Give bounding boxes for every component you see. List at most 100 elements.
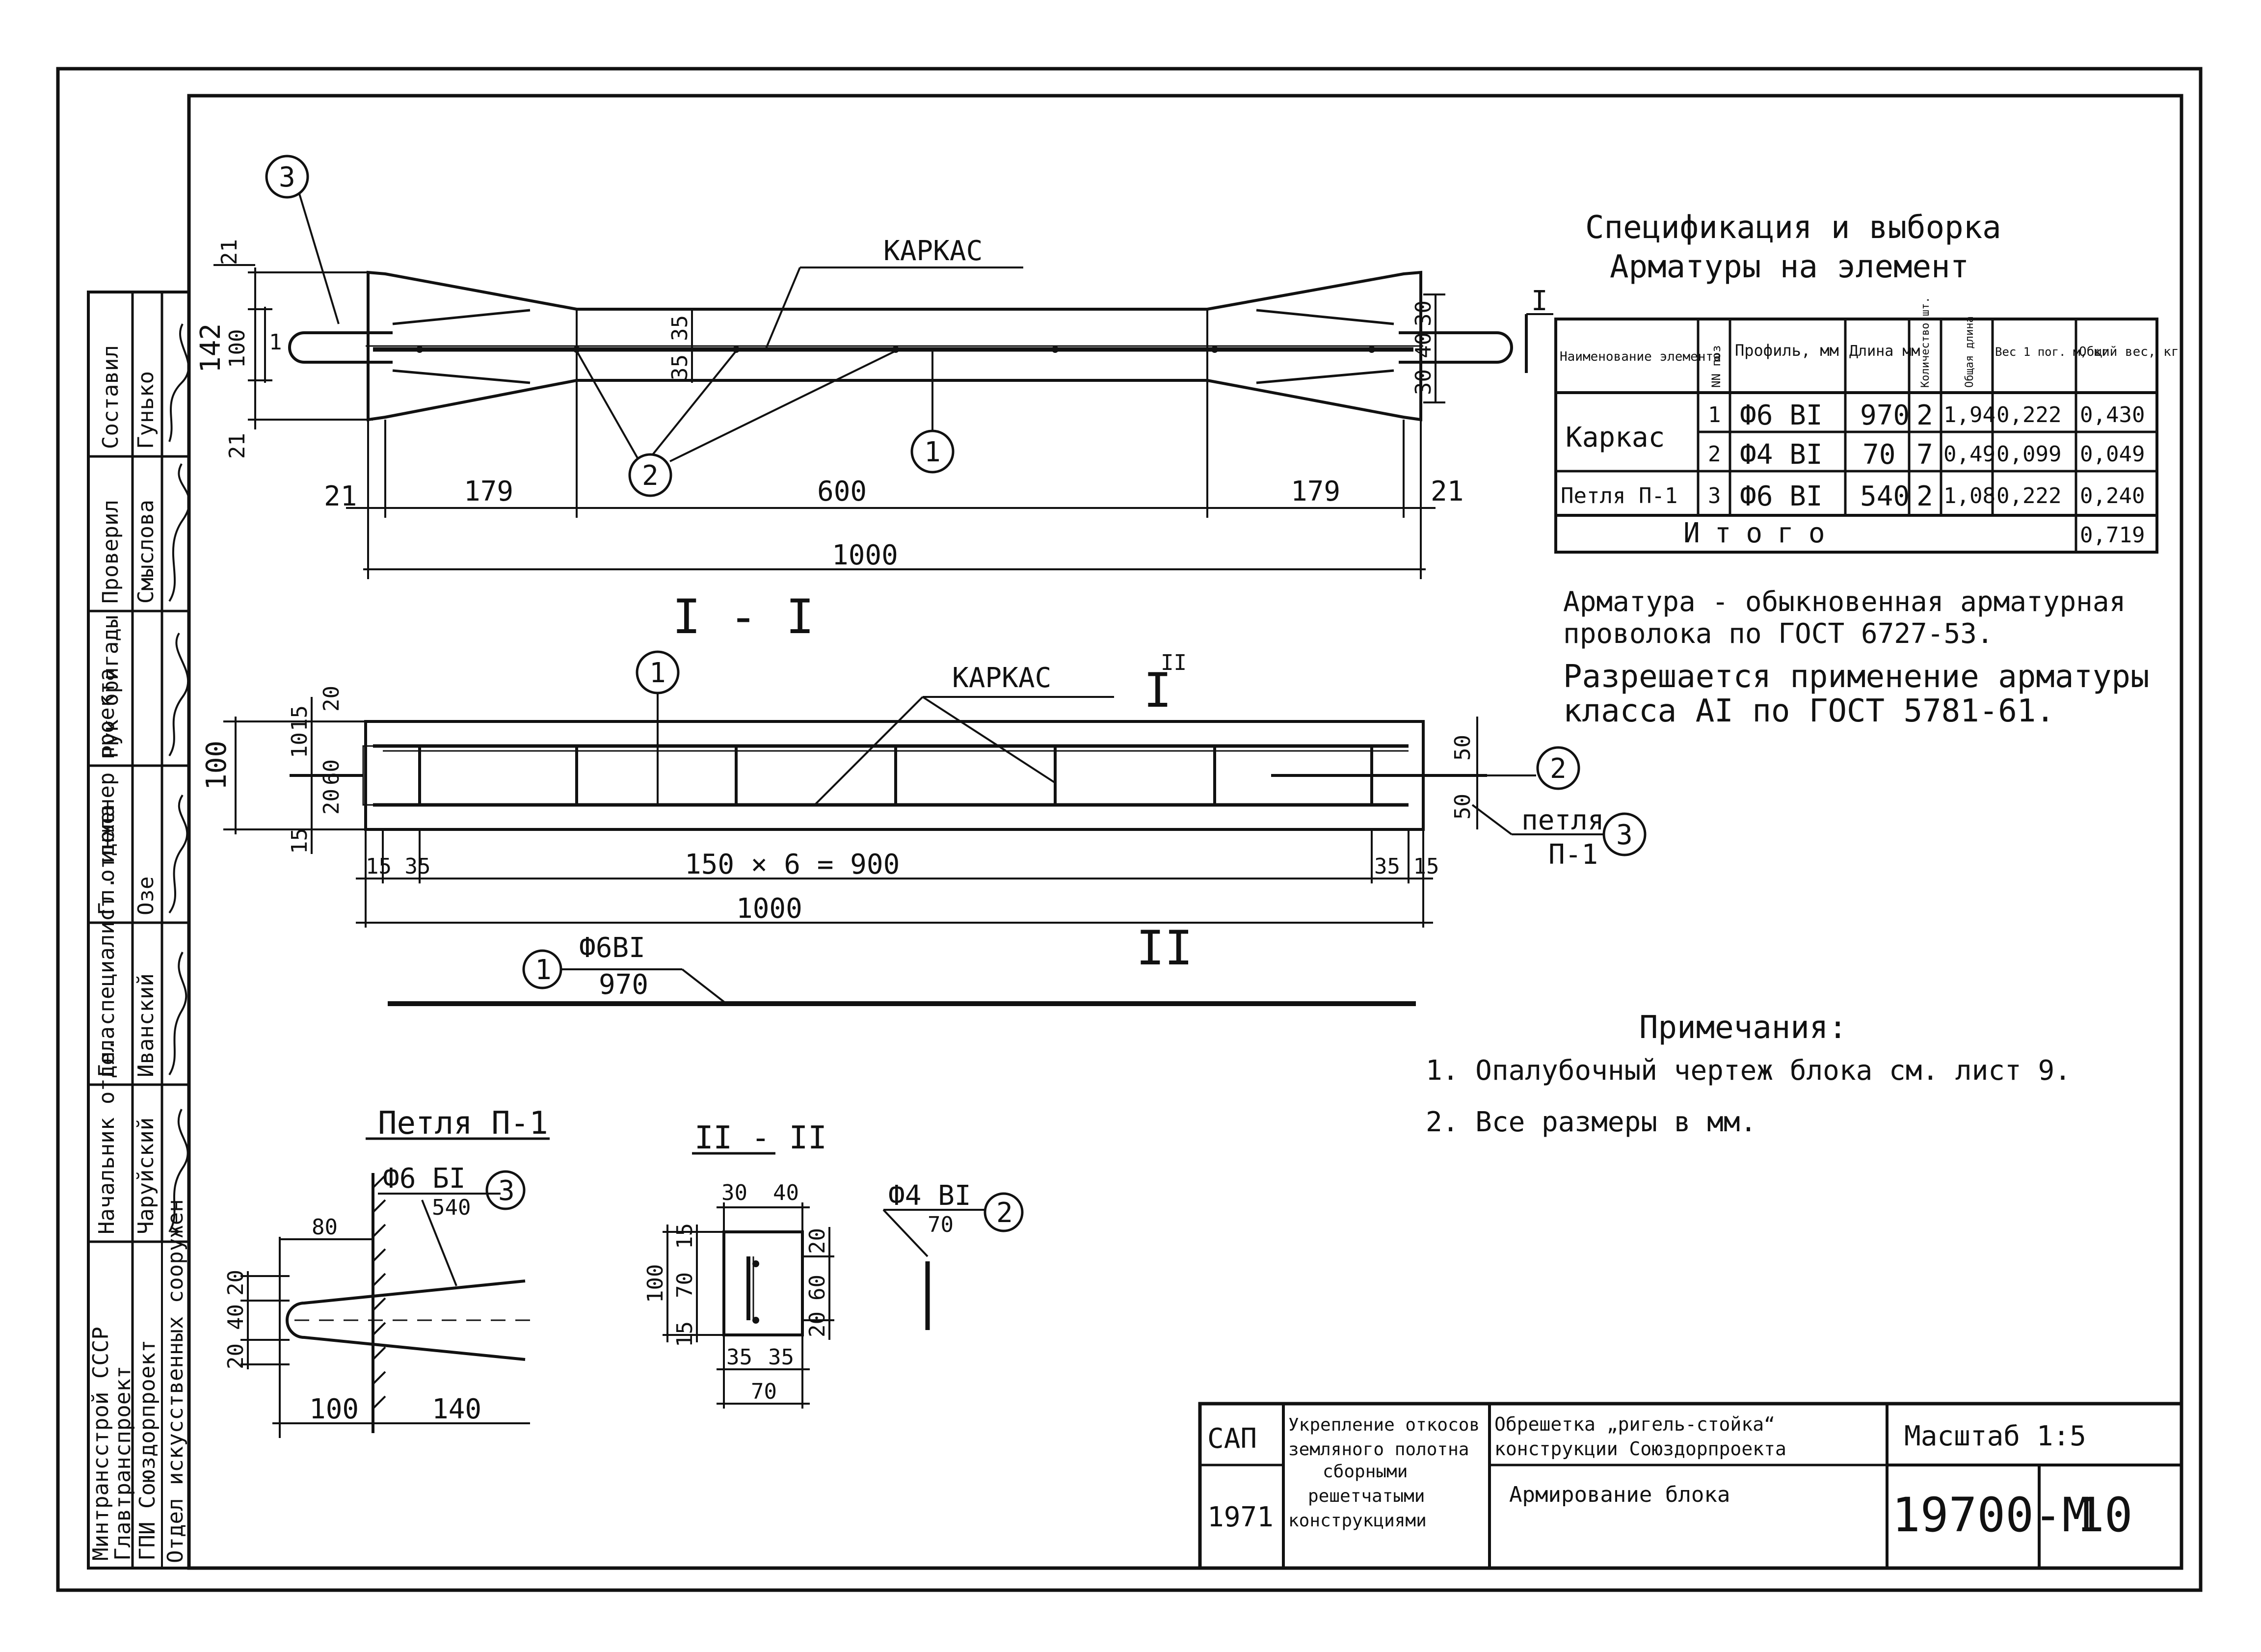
svg-text:САП: САП	[1207, 1423, 1257, 1455]
svg-text:Наименование элемента: Наименование элемента	[1560, 349, 1721, 364]
outer-frame	[56, 67, 2203, 1592]
svg-text:0,099: 0,099	[1996, 442, 2061, 467]
sidebar-role-4: Гл. инженер проекта	[94, 668, 119, 915]
svg-text:II: II	[1136, 921, 1193, 976]
svg-text:1: 1	[535, 954, 552, 986]
svg-text:сборными: сборными	[1323, 1462, 1408, 1482]
svg-text:конструкциями: конструкциями	[1288, 1511, 1427, 1531]
sidebar-role-6: Начальник отдела	[94, 1026, 119, 1234]
svg-text:1000: 1000	[832, 539, 898, 571]
svg-text:15: 15	[672, 1223, 697, 1249]
svg-text:35: 35	[768, 1345, 794, 1370]
svg-text:I: I	[1144, 663, 1172, 718]
svg-text:Ф6 БI: Ф6 БI	[383, 1163, 466, 1195]
svg-text:15: 15	[672, 1321, 697, 1347]
svg-text:Обрешетка „ригель-стойка“: Обрешетка „ригель-стойка“	[1494, 1413, 1775, 1435]
svg-text:20: 20	[319, 686, 344, 712]
svg-text:0,222: 0,222	[1996, 402, 2061, 427]
spec-title-2: Арматуры на элемент	[1610, 249, 1969, 285]
svg-text:Профиль, мм: Профиль, мм	[1735, 341, 1839, 360]
notes: Примечания: 1. Опалубочный чертеж блока …	[1426, 1010, 2071, 1138]
svg-text:1: 1	[269, 330, 282, 355]
plan-view: 21 142 100 21 1 35 35 30 40 30 I 21 179 …	[195, 155, 1553, 579]
sidebar-name-5: Иванский	[133, 973, 159, 1077]
section-1-1: I - I 100 20 15 10 60 20 15 50	[201, 589, 1647, 976]
callout-3-plan	[265, 155, 309, 199]
svg-text:Примечания:: Примечания:	[1639, 1010, 1847, 1046]
sidebar-role-3: Рук бригады	[98, 615, 123, 758]
svg-text:П-1: П-1	[1548, 839, 1598, 871]
svg-text:2: 2	[1708, 442, 1721, 467]
svg-text:0,049: 0,049	[2080, 442, 2145, 467]
loop-right	[1399, 331, 1513, 364]
armatura-note: Арматура - обыкновенная арматурная прово…	[1563, 586, 2149, 729]
svg-text:35: 35	[667, 354, 692, 380]
sidebar-org-4: Отдел искусственных сооружен	[163, 1199, 188, 1563]
signature-1	[168, 323, 190, 442]
svg-text:0,430: 0,430	[2080, 402, 2145, 427]
svg-text:1971: 1971	[1207, 1501, 1274, 1533]
loop-title: Петля П-1	[378, 1105, 548, 1142]
svg-text:20: 20	[319, 789, 344, 815]
svg-text:Ф6 ВI: Ф6 ВI	[1740, 400, 1823, 431]
spec-table: Спецификация и выборка Арматуры на элеме…	[1554, 210, 2179, 554]
plan-karkas-label: КАРКАС	[883, 235, 983, 267]
signature-2	[168, 463, 190, 602]
svg-text:Вес 1 пог. м, кг: Вес 1 пог. м, кг	[1995, 345, 2108, 359]
svg-text:Ф6 ВI: Ф6 ВI	[1740, 480, 1823, 512]
sidebar-org-2: Главтранспроект	[110, 1366, 135, 1561]
svg-text:20: 20	[223, 1270, 248, 1296]
sidebar-org-3: ГПИ Союздорпроект	[135, 1340, 160, 1561]
svg-text:2. Все размеры в мм.: 2. Все размеры в мм.	[1426, 1106, 1756, 1138]
callout-2-plan	[628, 453, 672, 497]
svg-text:40: 40	[1411, 332, 1436, 358]
section-2-title: II - II	[694, 1120, 827, 1156]
svg-text:2: 2	[1916, 400, 1933, 431]
svg-text:30: 30	[1411, 369, 1436, 395]
section-mark: I	[1531, 285, 1548, 317]
section1-karkas-label: КАРКАС	[952, 662, 1051, 694]
svg-text:179: 179	[464, 476, 513, 507]
sidebar-role-2: Проверил	[98, 500, 123, 604]
svg-text:40: 40	[773, 1180, 799, 1205]
sidebar-role-1: Составил	[98, 345, 123, 449]
svg-text:Разрешается применение арматур: Разрешается применение арматуры	[1563, 659, 2149, 695]
svg-text:Петля П-1: Петля П-1	[1561, 483, 1677, 508]
svg-text:1: 1	[1708, 402, 1721, 427]
svg-text:30: 30	[721, 1180, 747, 1205]
svg-text:2: 2	[1550, 753, 1567, 785]
svg-text:1000: 1000	[736, 893, 802, 925]
svg-text:70: 70	[672, 1272, 697, 1298]
svg-text:2: 2	[642, 460, 659, 492]
svg-text:21: 21	[1431, 476, 1463, 507]
loop-p1-detail: Петля П-1 Ф6 БI 540 3 80 20 40 20 10	[223, 1105, 550, 1438]
svg-text:II: II	[1161, 650, 1187, 675]
inner-frame	[187, 94, 2183, 1570]
spec-total-label: Итого	[1683, 517, 1840, 549]
svg-text:70: 70	[1862, 439, 1895, 471]
section-2-2: II - II 30 40 15 100 70 15 20 60 20 35 3…	[643, 1120, 834, 1409]
svg-text:Масштаб 1:5: Масштаб 1:5	[1904, 1420, 2086, 1452]
sidebar-role-5: Гл. специалист отдела	[94, 804, 119, 1077]
svg-text:40: 40	[223, 1304, 248, 1330]
section-2-outline	[722, 1230, 804, 1336]
svg-text:21: 21	[217, 239, 242, 265]
svg-text:решетчатыми: решетчатыми	[1308, 1486, 1425, 1506]
svg-text:1: 1	[649, 657, 666, 689]
svg-text:Длина мм: Длина мм	[1849, 343, 1920, 360]
sidebar-name-2: Смыслова	[133, 500, 159, 604]
svg-text:21: 21	[324, 480, 357, 512]
svg-text:0,222: 0,222	[1996, 483, 2061, 508]
svg-text:1: 1	[924, 436, 941, 468]
svg-text:100: 100	[643, 1264, 668, 1303]
section-1-title: I - I	[672, 589, 814, 644]
svg-text:19700-М: 19700-М	[1892, 1488, 2091, 1543]
svg-text:проволока по ГОСТ 6727-53.: проволока по ГОСТ 6727-53.	[1563, 618, 1994, 650]
svg-text:540: 540	[1860, 480, 1910, 512]
signature-6	[168, 1109, 189, 1233]
svg-text:100: 100	[309, 1393, 359, 1425]
svg-text:Укрепление откосов: Укрепление откосов	[1288, 1415, 1480, 1435]
svg-text:петля: петля	[1521, 804, 1604, 836]
svg-text:100: 100	[201, 741, 233, 790]
